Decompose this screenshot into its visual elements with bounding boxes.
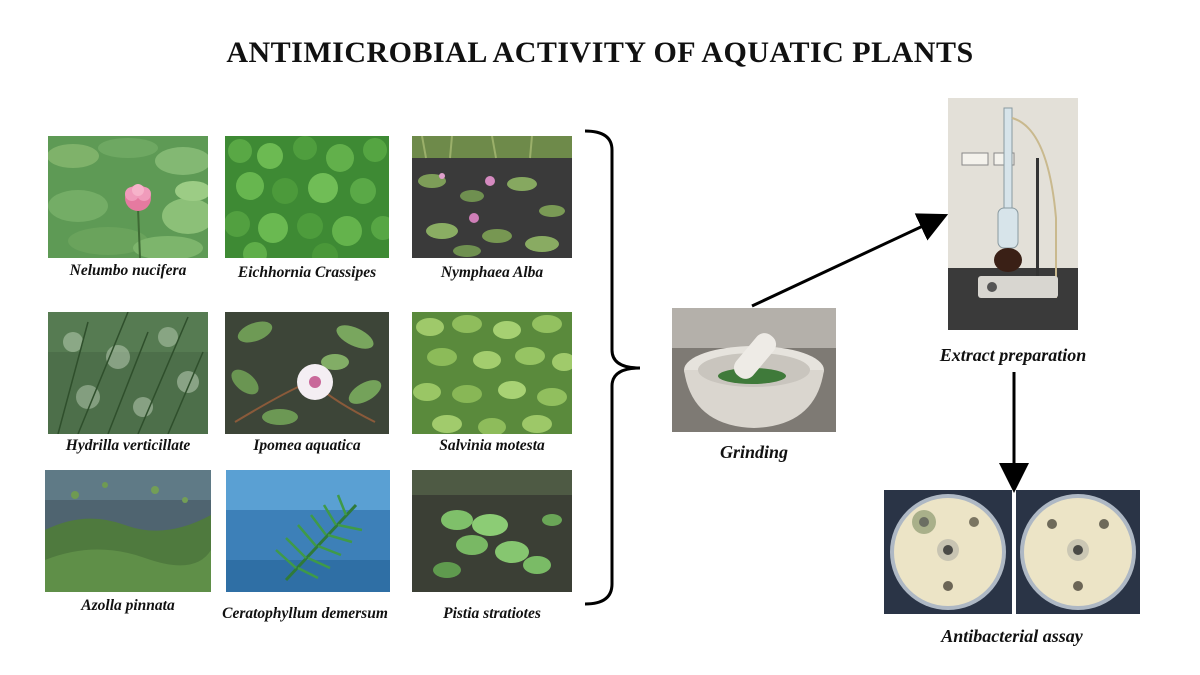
plant-label: Hydrilla verticillate — [65, 437, 191, 454]
plant-label: Nelumbo nucifera — [69, 262, 187, 279]
lotus-photo — [48, 136, 208, 258]
petri-dish-photo-2 — [1016, 490, 1140, 614]
grouping-bracket — [584, 129, 641, 606]
plant-label: Ipomea aquatica — [253, 437, 361, 454]
plant-label: Nymphaea Alba — [440, 264, 544, 281]
antibacterial-assay-label: Antibacterial assay — [941, 626, 1083, 646]
arrow-grinding-to-extract — [751, 213, 949, 308]
ceratophyllum-photo — [226, 470, 390, 592]
grinding-label: Grinding — [719, 442, 789, 462]
water-lettuce-photo — [412, 470, 572, 592]
plant-label: Pistia stratiotes — [443, 605, 541, 622]
plant-label: Ceratophyllum demersum — [222, 605, 388, 622]
diagram-title: ANTIMICROBIAL ACTIVITY OF AQUATIC PLANTS — [226, 36, 974, 69]
soxhlet-apparatus-photo — [948, 98, 1078, 330]
plant-label: Eichhornia Crassipes — [237, 264, 377, 281]
mortar-pestle-photo — [672, 308, 836, 432]
petri-dish-photo-1 — [884, 490, 1012, 614]
plant-label: Azolla pinnata — [81, 597, 175, 614]
water-spinach-flower-photo — [225, 312, 389, 434]
water-lily-pond-photo — [412, 136, 572, 258]
salvinia-photo — [412, 312, 572, 434]
azolla-photo — [45, 470, 211, 592]
plant-label: Salvinia motesta — [439, 437, 545, 454]
extract-preparation-label: Extract preparation — [939, 345, 1087, 365]
hydrilla-photo — [48, 312, 208, 434]
water-hyacinth-photo — [225, 136, 389, 258]
